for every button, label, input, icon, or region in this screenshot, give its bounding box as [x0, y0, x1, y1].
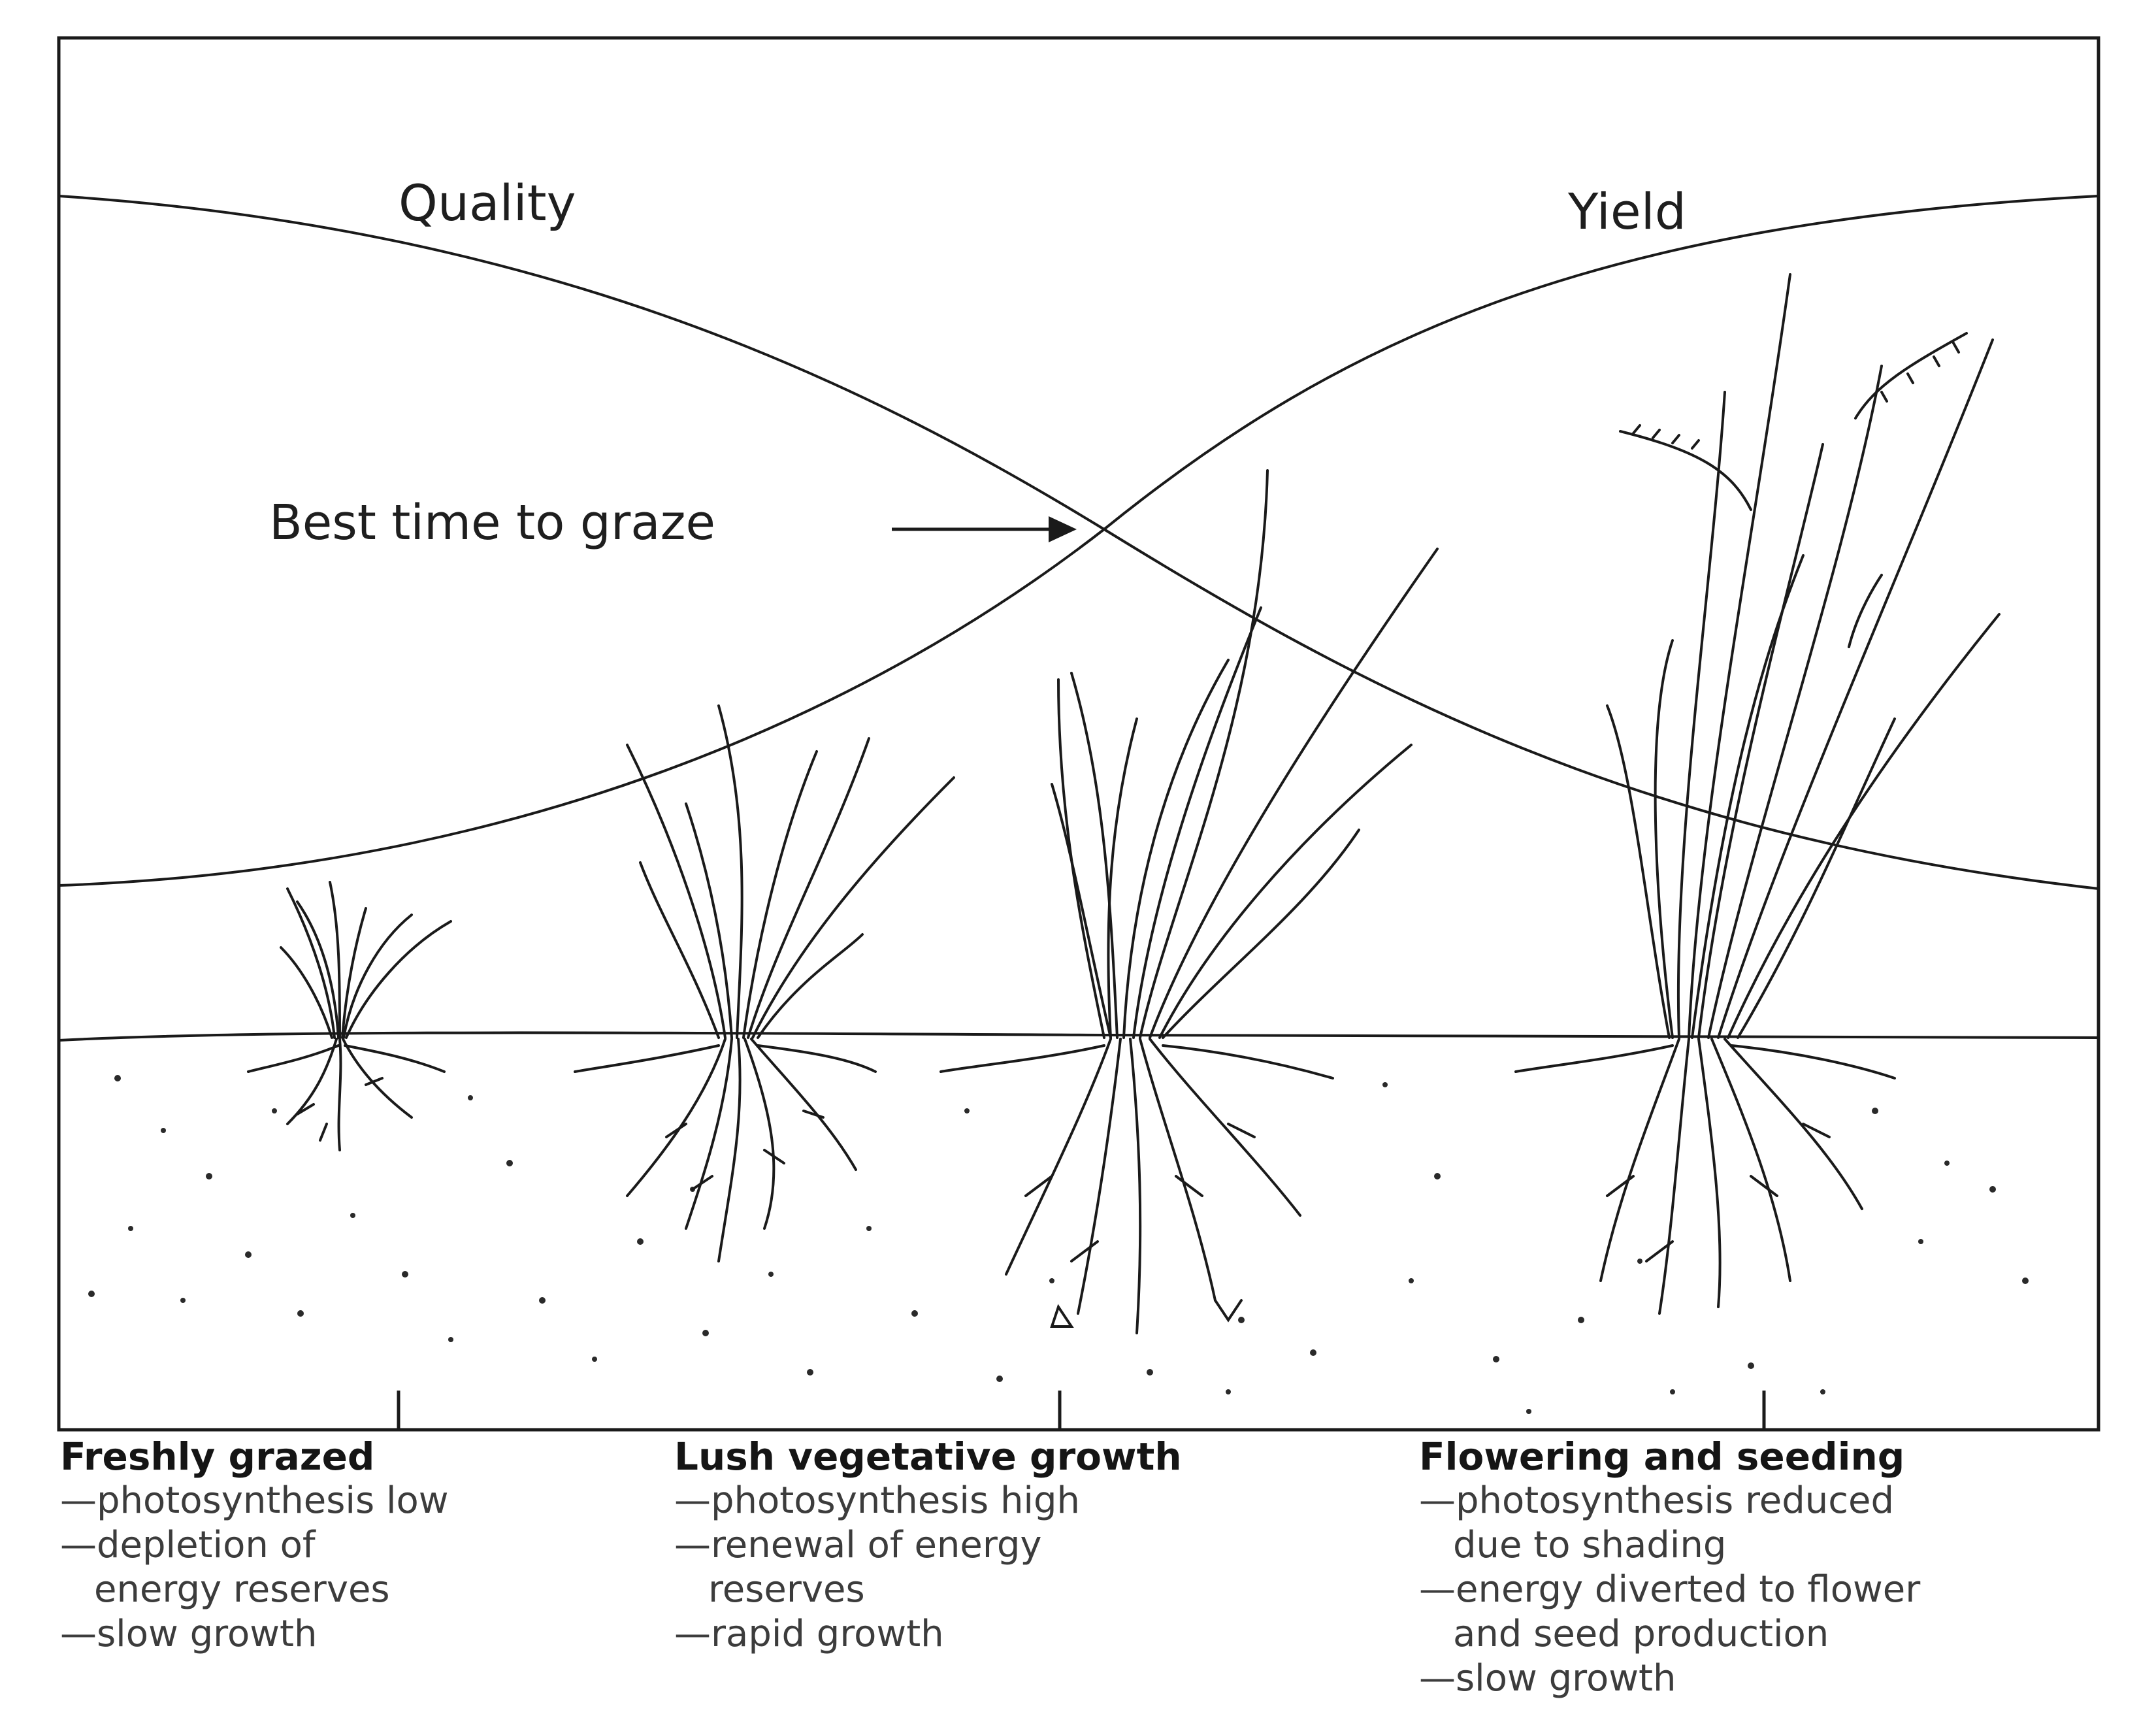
stage-note: and seed production: [1453, 1613, 1829, 1655]
stage-note: —renewal of energy: [674, 1524, 1042, 1566]
stage-note: —depletion of: [60, 1524, 316, 1566]
ground-line: [58, 1031, 2099, 1042]
stage-note: energy reserves: [94, 1568, 390, 1611]
stage-note: —energy diverted to flower: [1419, 1568, 1921, 1611]
mature-plant-illustration: [939, 469, 1439, 1334]
stage-note: reserves: [708, 1568, 865, 1611]
stage-title: Freshly grazed: [60, 1434, 375, 1479]
yield-label: Yield: [1567, 182, 1686, 240]
stage-note: —photosynthesis low: [60, 1479, 449, 1522]
stage-freshly-grazed: Freshly grazed —photosynthesis low —depl…: [60, 1434, 713, 1657]
yield-curve: [58, 195, 2099, 887]
stage-note: —photosynthesis high: [674, 1479, 1081, 1522]
stage-note: due to shading: [1453, 1524, 1727, 1566]
quality-label: Quality: [399, 174, 576, 232]
seed-head-icon: [1632, 342, 1960, 450]
stage-title: Lush vegetative growth: [674, 1434, 1182, 1479]
stage-note: —rapid growth: [674, 1613, 944, 1655]
soil-texture: [88, 1075, 2029, 1414]
grazed-plant-illustration: [247, 881, 452, 1151]
best-time-label: Best time to graze: [269, 495, 715, 551]
stage-note: —slow growth: [1419, 1657, 1676, 1700]
diagram-frame: [57, 36, 2100, 1432]
vegetative-plant-illustration: [574, 704, 955, 1262]
stage-title: Flowering and seeding: [1419, 1434, 1905, 1479]
stage-lush-vegetative: Lush vegetative growth —photosynthesis h…: [674, 1434, 1328, 1657]
stage-flowering-seeding: Flowering and seeding —photosynthesis re…: [1419, 1434, 2072, 1701]
flowering-plant-illustration: [1514, 273, 2001, 1315]
best-time-arrow: [892, 516, 1077, 542]
stage-note: —slow growth: [60, 1613, 318, 1655]
stage-note: —photosynthesis reduced: [1419, 1479, 1895, 1522]
